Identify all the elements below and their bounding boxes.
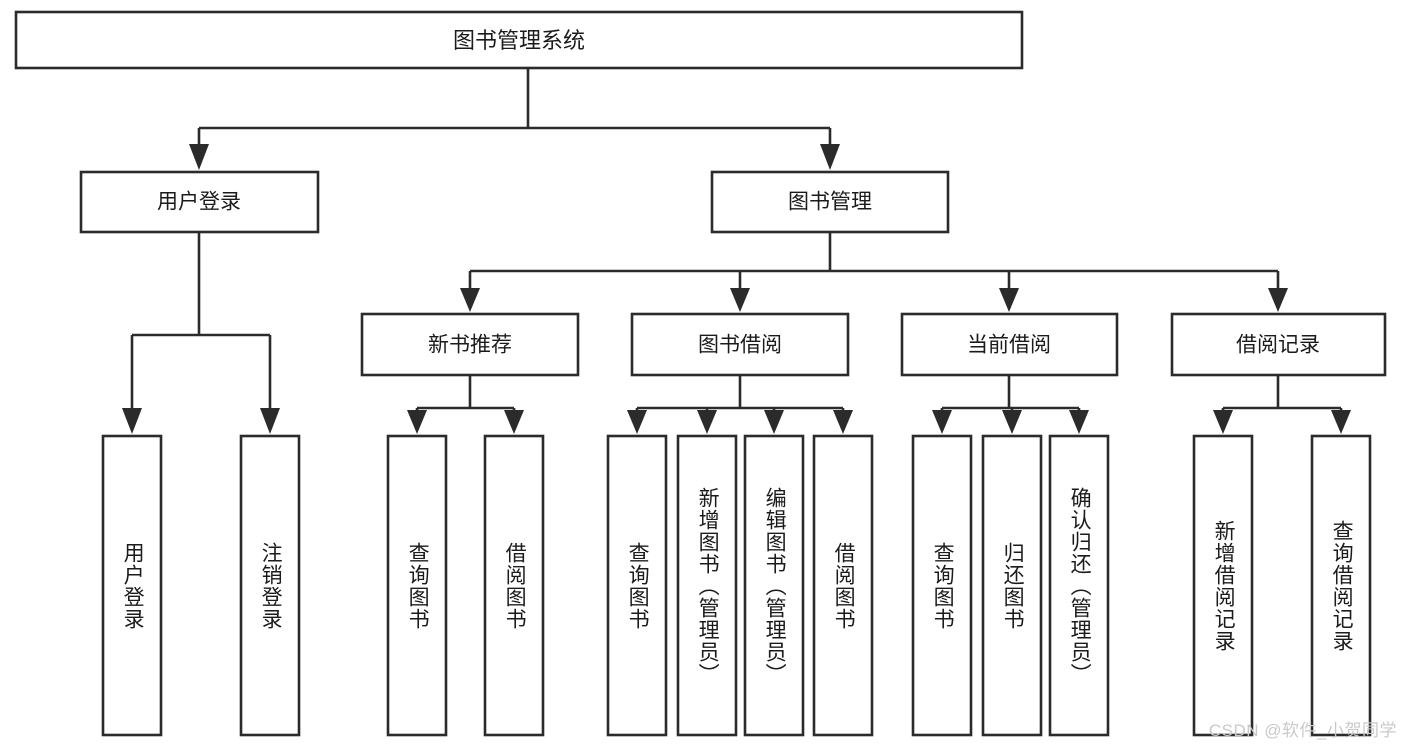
arrow-head-icon [999,288,1019,312]
node-borrow-record-box[interactable] [1170,312,1387,377]
node-current-borrow-box[interactable] [900,312,1119,377]
node-user-login[interactable]: 用户登录 [79,170,320,234]
arrow-head-icon [122,408,142,434]
leaf-box-query-borrow-record[interactable] [1310,434,1372,737]
arrow-head-icon [1331,410,1351,434]
node-user-login-label: 用户登录 [157,191,241,214]
arrow-head-icon [504,410,524,434]
node-root-box[interactable] [14,10,1024,70]
connector-group-book-manage [460,232,1288,312]
arrow-head-icon [932,410,952,434]
connector-group-new-book [407,375,524,434]
arrow-head-icon [1069,410,1089,434]
node-root[interactable]: 图书管理系统 [14,10,1024,70]
leaf-box-query-book-newbook[interactable] [386,434,448,737]
arrow-head-icon [697,410,717,434]
connector-group-current-borrow [932,375,1089,434]
connector-group-borrow-book [627,375,853,434]
arrow-head-icon [1268,288,1288,312]
node-borrow-record-label: 借阅记录 [1236,334,1320,357]
node-current-borrow[interactable]: 当前借阅 [900,312,1119,377]
node-book-manage-label: 图书管理 [788,191,872,214]
node-new-book[interactable]: 新书推荐 [360,312,580,377]
node-borrow-book[interactable]: 图书借阅 [630,312,850,377]
arrow-head-icon [833,410,853,434]
leaf-box-borrow-book[interactable] [812,434,874,737]
node-book-manage[interactable]: 图书管理 [710,170,950,234]
arrow-head-icon [1002,410,1022,434]
leaf-box-query-book-current[interactable] [911,434,973,737]
node-borrow-book-label: 图书借阅 [698,334,782,357]
arrow-head-icon [1213,410,1233,434]
leaf-box-query-book-borrow[interactable] [606,434,668,737]
arrow-head-icon [260,408,280,434]
node-current-borrow-label: 当前借阅 [967,334,1051,357]
node-book-manage-box[interactable] [710,170,950,234]
node-borrow-book-box[interactable] [630,312,850,377]
arrow-head-icon [627,410,647,434]
node-new-book-box[interactable] [360,312,580,377]
arrow-head-icon [460,288,480,312]
arrow-head-icon [764,410,784,434]
connector-group-borrow-record [1213,375,1351,434]
leaf-box-return-book[interactable] [981,434,1043,737]
arrow-head-icon [730,288,750,312]
leaf-box-borrow-book-newbook[interactable] [483,434,545,737]
arrow-head-icon [189,144,209,170]
leaf-box-confirm-return-admin[interactable] [1048,434,1110,737]
leaf-box-group [101,434,1372,737]
node-user-login-box[interactable] [79,170,320,234]
leaf-box-edit-book-admin[interactable] [743,434,805,737]
leaf-box-add-book-admin[interactable] [676,434,738,737]
node-new-book-label: 新书推荐 [428,334,512,357]
arrow-head-icon [820,144,840,170]
leaf-box-user-login[interactable] [101,434,163,737]
node-root-label: 图书管理系统 [453,28,585,53]
leaf-box-logout[interactable] [239,434,301,737]
watermark-text: CSDN @软件_小贺同学 [1208,721,1397,740]
connector-group-user-login [122,232,280,434]
connector-group-root [189,68,840,170]
leaf-box-add-borrow-record[interactable] [1192,434,1254,737]
node-borrow-record[interactable]: 借阅记录 [1170,312,1387,377]
arrow-head-icon [407,410,427,434]
